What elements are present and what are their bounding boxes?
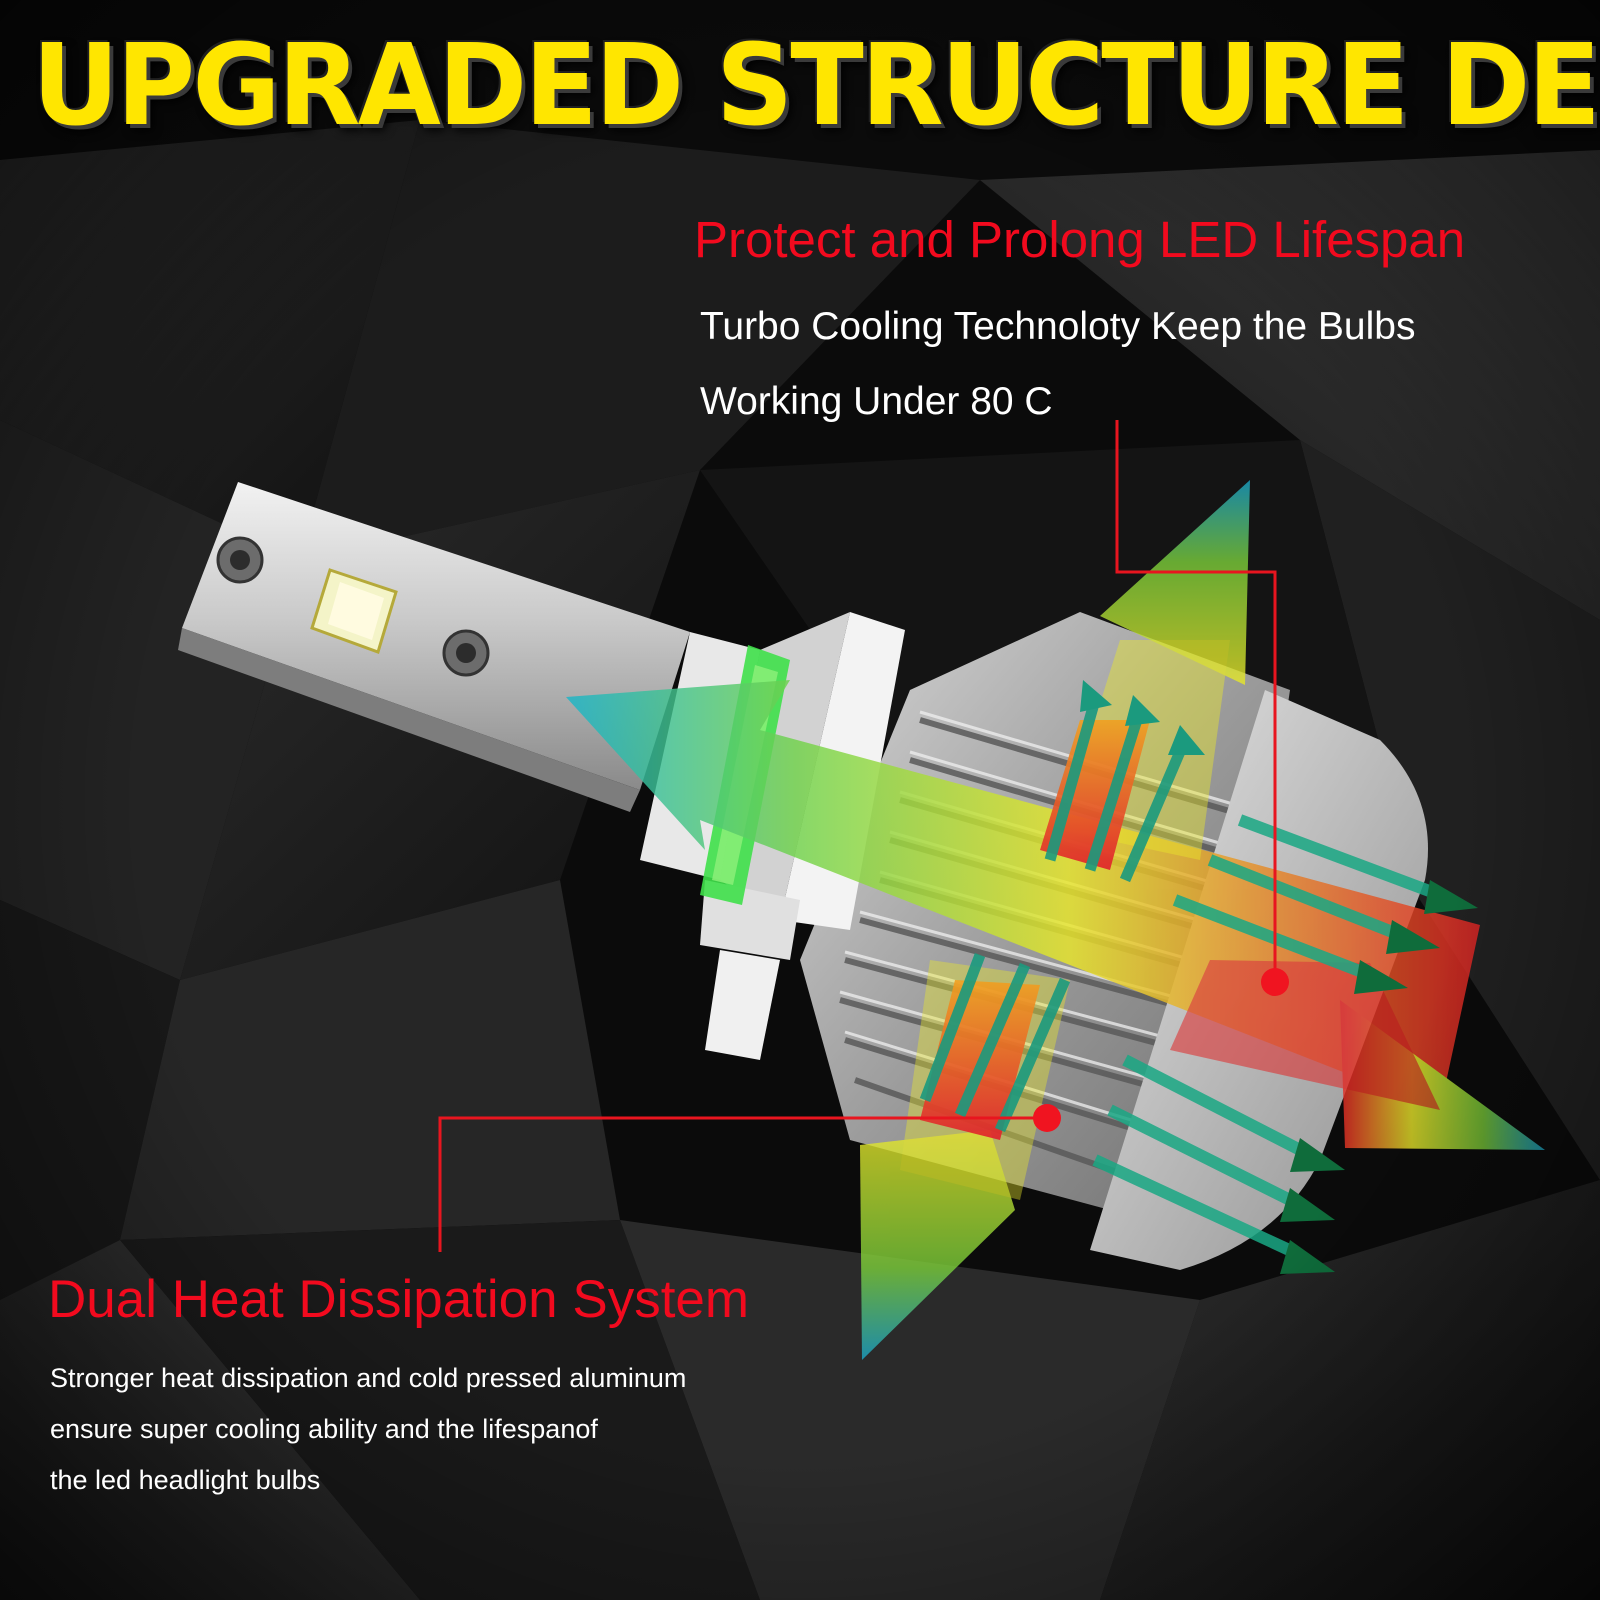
- feature-title-lifespan: Protect and Prolong LED Lifespan: [694, 211, 1466, 268]
- feature-description-line: the led headlight bulbs: [50, 1465, 321, 1495]
- feature-title-heat-dissipation: Dual Heat Dissipation System: [48, 1270, 750, 1329]
- feature-description-line: Working Under 80 C: [700, 380, 1053, 423]
- feature-description-line: ensure super cooling ability and the lif…: [50, 1414, 598, 1444]
- page-title: UPGRADED STRUCTURE DESIGN: [32, 21, 1600, 151]
- feature-description-line: Stronger heat dissipation and cold press…: [50, 1363, 687, 1393]
- feature-description-line: Turbo Cooling Technoloty Keep the Bulbs: [700, 305, 1416, 348]
